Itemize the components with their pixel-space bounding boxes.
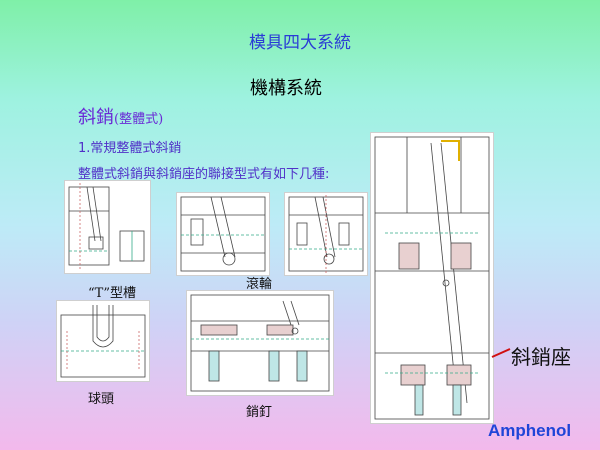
roller-drawing-right: [284, 192, 368, 276]
caption-roller: 滾輪: [246, 277, 273, 292]
bullet-item-1: 1.常規整體式斜銷: [78, 141, 182, 156]
brand-logo-text: Amphenol: [488, 421, 572, 440]
subtitle-paren: (整體式): [114, 112, 164, 127]
caption-pin: 銷釘: [246, 405, 273, 420]
pin-drawing: [186, 290, 334, 396]
t-slot-drawing: [64, 180, 151, 274]
ball-head-drawing: [56, 300, 150, 382]
caption-ball-head: 球頭: [88, 392, 115, 407]
caption-lifter-seat: 斜銷座: [511, 345, 571, 369]
slide-top-title: 模具四大系統: [249, 33, 351, 53]
bullet-item-2: 整體式斜銷與斜銷座的聯接型式有如下几種:: [78, 167, 330, 182]
caption-t-slot: “T”型槽: [88, 286, 136, 301]
slide-main-title: 機構系統: [250, 78, 322, 99]
roller-drawing-left: [176, 192, 270, 276]
slide-subtitle: 斜銷(整體式): [78, 103, 163, 129]
pointer-line: [491, 348, 511, 358]
lifter-seat-drawing: [370, 132, 494, 424]
subtitle-main: 斜銷: [78, 107, 114, 128]
